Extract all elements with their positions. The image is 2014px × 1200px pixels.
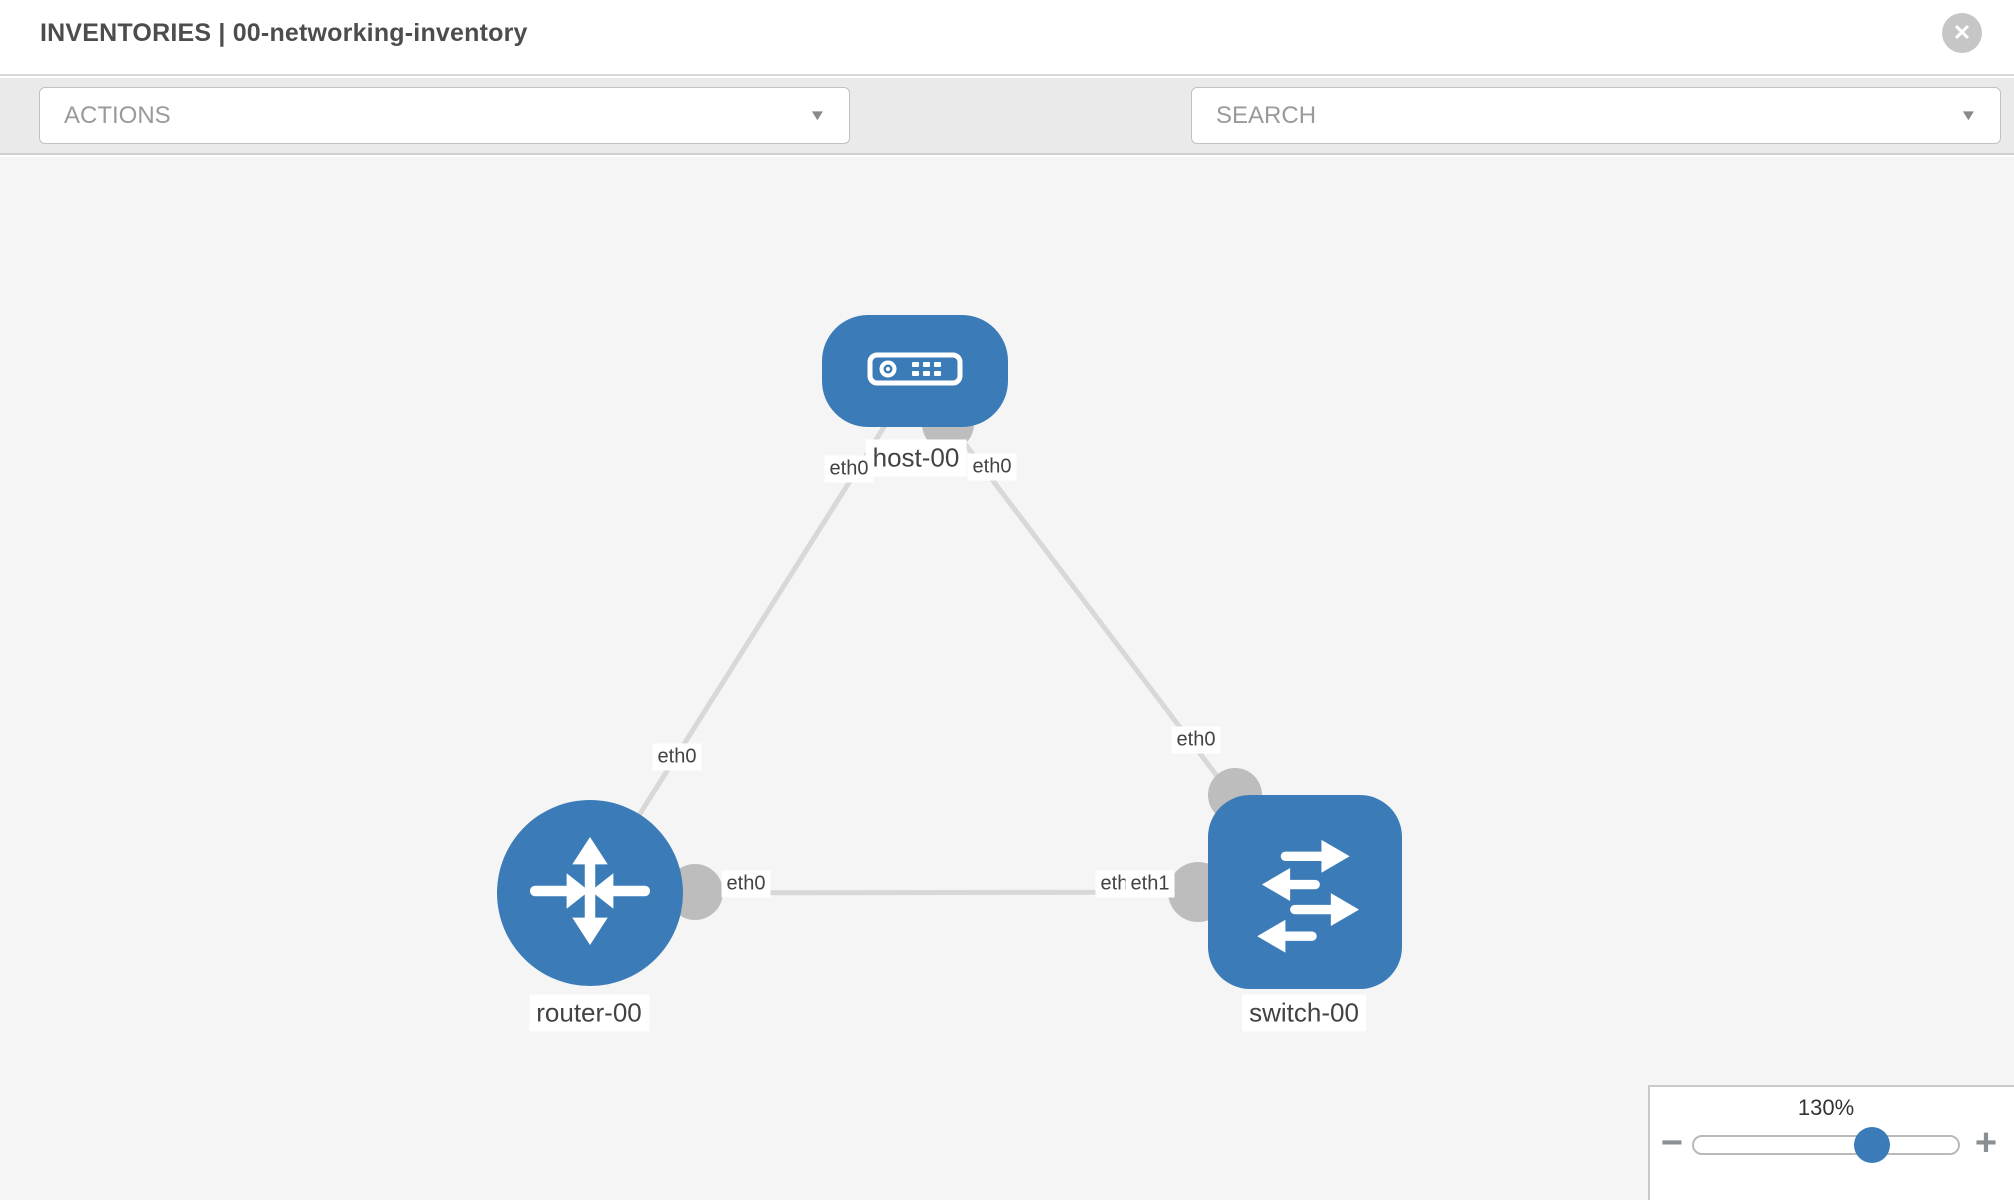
zoom-slider-handle[interactable] bbox=[1854, 1127, 1890, 1163]
zoom-level-label: 130% bbox=[1797, 1095, 1855, 1120]
interface-label: eth0 bbox=[967, 453, 1017, 481]
interface-label: eth1 bbox=[1125, 870, 1175, 898]
close-button[interactable]: ✕ bbox=[1942, 13, 1982, 53]
page-title: INVENTORIES | 00-networking-inventory bbox=[40, 19, 528, 47]
zoom-control-panel: 130% − + bbox=[1648, 1085, 2014, 1200]
node-label-switch: switch-00 bbox=[1242, 994, 1366, 1032]
node-switch-00[interactable] bbox=[1208, 795, 1402, 989]
zoom-in-button[interactable]: + bbox=[1968, 1121, 2004, 1164]
topology-canvas[interactable]: host-00 router-00 switch-00 eth0 eth0 et… bbox=[0, 157, 2014, 1200]
search-dropdown-label: SEARCH bbox=[1216, 101, 1317, 129]
actions-dropdown[interactable]: ACTIONS ▼ bbox=[39, 87, 850, 144]
close-icon: ✕ bbox=[1952, 20, 1972, 45]
zoom-out-button[interactable]: − bbox=[1654, 1121, 1690, 1164]
header: INVENTORIES | 00-networking-inventory ✕ bbox=[0, 0, 2014, 76]
node-label-host: host-00 bbox=[865, 439, 967, 477]
router-icon bbox=[515, 816, 665, 971]
zoom-slider[interactable] bbox=[1692, 1127, 1960, 1163]
actions-dropdown-label: ACTIONS bbox=[64, 101, 171, 129]
topology-links-layer bbox=[587, 376, 1307, 922]
chevron-down-icon: ▼ bbox=[1959, 107, 1978, 124]
node-label-router: router-00 bbox=[529, 994, 649, 1032]
host-icon bbox=[867, 352, 963, 391]
interface-label: eth0 bbox=[652, 743, 702, 771]
node-router-00[interactable] bbox=[497, 800, 683, 986]
search-dropdown[interactable]: SEARCH ▼ bbox=[1191, 87, 2001, 144]
link-router-switch bbox=[589, 889, 1306, 896]
minus-icon: − bbox=[1660, 1121, 1684, 1164]
switch-icon bbox=[1229, 814, 1381, 971]
chevron-down-icon: ▼ bbox=[808, 107, 827, 124]
node-host-00[interactable] bbox=[822, 315, 1008, 427]
interface-label: eth0 bbox=[824, 455, 874, 483]
toolbar: ACTIONS ▼ bbox=[0, 78, 2014, 212]
interface-label: eth0 bbox=[1171, 726, 1221, 754]
plus-icon: + bbox=[1974, 1121, 1998, 1164]
interface-label: eth0 bbox=[721, 870, 771, 898]
